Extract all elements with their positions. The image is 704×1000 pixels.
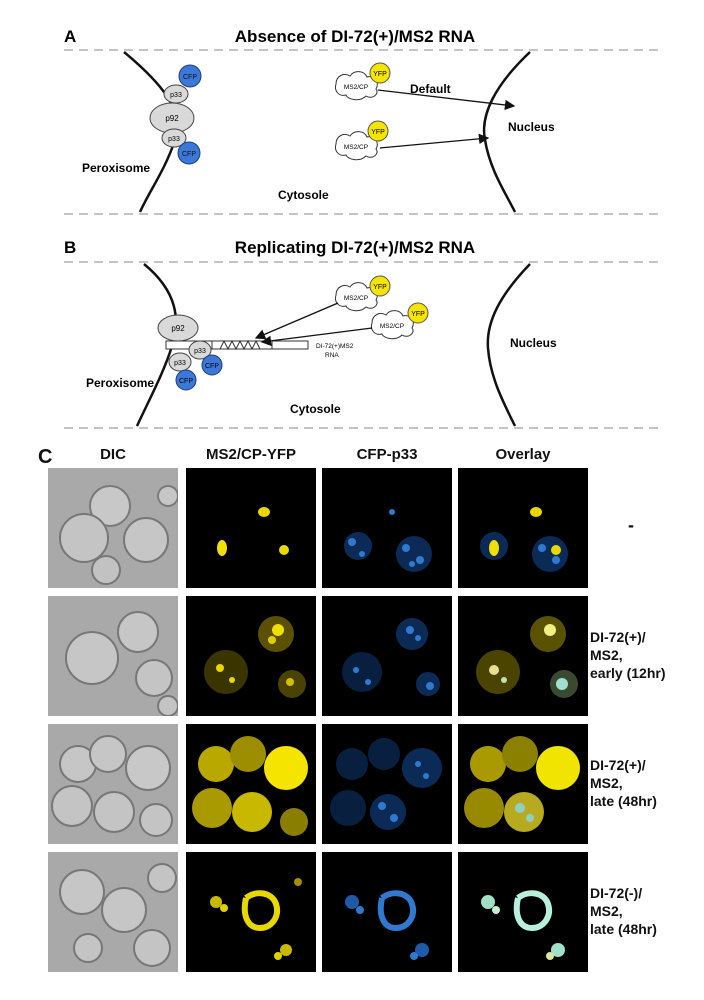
row1-yfp-image	[186, 468, 316, 588]
panel-b-peroxisome-label: Peroxisome	[86, 376, 154, 390]
panel-c-letter: C	[38, 446, 53, 468]
panel-a-p33-bottom-oval	[161, 128, 187, 148]
panel-b-rna-strand	[165, 340, 309, 350]
row2-overlay-image	[458, 596, 588, 716]
panel-a-ms2cp-2-shape	[335, 131, 378, 161]
panel-b-nucleus-label: Nucleus	[510, 336, 557, 350]
panel-a-yfp-1-label: YFP	[373, 71, 387, 78]
panel-a-ms2cp-1-label: MS2/CP	[344, 84, 368, 91]
panel-b-cfp-a-circle	[201, 354, 223, 376]
row1-overlay-image	[458, 468, 588, 588]
panel-b-arrow-2	[260, 327, 373, 347]
schematic-diagram: A Absence of DI-72(+)/MS2 RNA CFP p33 p9…	[64, 27, 660, 429]
panel-a-cfp-bottom-circle	[177, 141, 201, 165]
panel-b-nucleus-membrane	[486, 263, 531, 427]
panel-b-letter: B	[64, 238, 76, 257]
panel-b-cfp-b-circle	[175, 369, 197, 391]
panel-b-p33-b-oval	[168, 352, 192, 372]
panel-b-yfp-2-circle	[407, 302, 429, 324]
panel-b-p33-a-label: p33	[194, 348, 206, 355]
panel-b-ms2cp-2-label: MS2/CP	[380, 323, 404, 330]
panel-b-p33-b-label: p33	[174, 360, 186, 367]
panel-a-cfp-top-circle	[178, 64, 202, 88]
panel-c: C DIC MS2/CP-YFP CFP-p33 Overlay	[0, 440, 704, 1000]
panel-a-cytosole-label: Cytosole	[278, 188, 329, 202]
panel-a-p92-label: p92	[165, 114, 179, 123]
row3-yfp-image	[186, 724, 316, 844]
row2-label: DI-72(+)/ MS2, early (12hr)	[590, 629, 666, 681]
panel-a-peroxisome-label: Peroxisome	[82, 161, 150, 175]
panel-b-p33-a-oval	[188, 340, 212, 360]
column-header-cfp-p33: CFP-p33	[356, 446, 418, 463]
panel-a-p33-bottom-label: p33	[168, 136, 180, 143]
row2-yfp-image	[186, 596, 316, 716]
panel-a-ms2cp-2-label: MS2/CP	[344, 144, 368, 151]
panel-a-nucleus-arrow	[379, 133, 490, 149]
panel-b: B Replicating DI-72(+)/MS2 RNA DI-72(+)M…	[64, 238, 660, 429]
row1-dic-image	[48, 468, 178, 588]
panel-b-yfp-2-label: YFP	[411, 311, 425, 318]
column-header-dic: DIC	[100, 446, 126, 463]
row1-cfp-image	[322, 468, 452, 588]
panel-a-default-label: Default	[410, 82, 451, 96]
panel-a-nucleus-label: Nucleus	[508, 120, 555, 134]
row2-dic-image	[48, 596, 178, 716]
panel-b-yfp-1-label: YFP	[373, 284, 387, 291]
panel-b-ms2cp-1-label: MS2/CP	[344, 295, 368, 302]
panel-b-yfp-1-circle	[369, 275, 391, 297]
panel-b-title: Replicating DI-72(+)/MS2 RNA	[235, 238, 475, 257]
row3-overlay-image	[458, 724, 588, 844]
panel-a-letter: A	[64, 27, 76, 46]
panel-a-title: Absence of DI-72(+)/MS2 RNA	[235, 27, 475, 46]
row1-label: -	[628, 515, 634, 535]
row4-cfp-image	[322, 852, 452, 972]
row3-label: DI-72(+)/ MS2, late (48hr)	[590, 757, 657, 809]
panel-a-p33-top-label: p33	[170, 92, 182, 99]
panel-b-ms2cp-1-shape	[335, 282, 378, 312]
column-header-ms2cp-yfp: MS2/CP-YFP	[205, 446, 296, 463]
panel-a-ms2cp-1-shape	[335, 71, 378, 101]
row4-yfp-image	[186, 852, 316, 972]
panel-a-yfp-2-label: YFP	[371, 129, 385, 136]
panel-b-p92-label: p92	[171, 324, 185, 333]
row2-cfp-image	[322, 596, 452, 716]
row4-overlay-image	[458, 852, 588, 972]
panel-a-cfp-top-label: CFP	[183, 74, 197, 81]
row3-dic-image	[48, 724, 178, 844]
panel-a: A Absence of DI-72(+)/MS2 RNA CFP p33 p9…	[64, 27, 660, 215]
panel-a-yfp-2-circle	[367, 120, 389, 142]
panel-b-rna-label-line2: RNA	[325, 352, 339, 359]
panel-b-cfp-b-label: CFP	[179, 378, 193, 385]
panel-b-ms2cp-2-shape	[371, 310, 414, 340]
panel-b-cytosole-label: Cytosole	[290, 402, 341, 416]
row3-cfp-image	[322, 724, 452, 844]
panel-a-yfp-1-circle	[369, 62, 391, 84]
row4-dic-image	[48, 852, 178, 972]
column-header-overlay: Overlay	[495, 446, 551, 463]
panel-b-p92-oval	[157, 314, 199, 342]
panel-a-cfp-bottom-label: CFP	[182, 151, 196, 158]
panel-b-rna-stem-loops	[219, 339, 261, 351]
row4-label: DI-72(-)/ MS2, late (48hr)	[590, 885, 657, 937]
panel-a-default-arrow	[377, 89, 516, 111]
panel-b-arrow-1	[254, 302, 339, 340]
panel-b-cfp-a-label: CFP	[205, 363, 219, 370]
panel-b-rna-label-line1: DI-72(+)MS2	[316, 343, 354, 350]
